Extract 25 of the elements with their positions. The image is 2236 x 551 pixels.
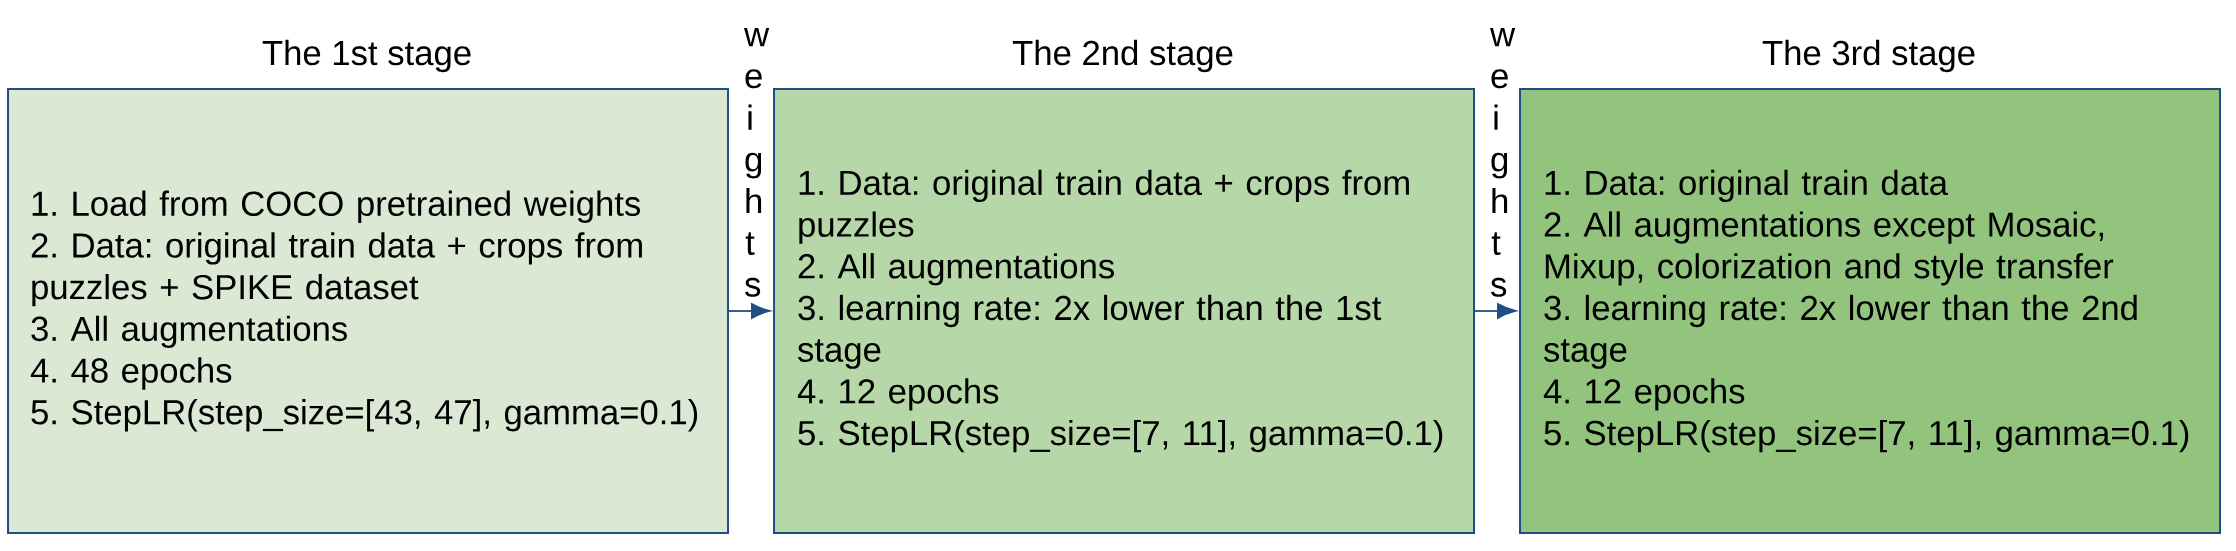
node-label: 2. All augmentations xyxy=(798,253,1114,286)
node-label: 1. Data: original train data xyxy=(1545,169,1948,203)
node-label: 3. learning rate: 2x lower than the 2nd stage xyxy=(1543,294,2137,369)
node-label: 1. Data: original train data + crops from puzzles xyxy=(799,169,1409,244)
edge-label: weights xyxy=(744,27,770,297)
stage-title: The 2nd stage xyxy=(1012,39,1233,73)
stage-box: 1. Data: original train data + crops from puzzles 2. All augmentations 3. learning rate: 2x lower than the 1st stage 4. 12 epochs 5. StepLR(step_size=[7, 11], gamma=0.1) xyxy=(773,88,1475,534)
node-label: 5. StepLR(step_size=[7, 11], gamma=0.1) xyxy=(798,419,1443,453)
node-label: 2. Data: original train data + crops from puzzles + SPIKE dataset xyxy=(31,232,642,307)
stage-title: The 3rd stage xyxy=(1762,39,1975,73)
node-label: 3. All augmentations xyxy=(31,315,347,349)
arrow xyxy=(1474,303,1517,319)
node-label: 4. 12 epochs xyxy=(1543,378,1745,411)
stage-box: 1. Load from COCO pretrained weights 2. Data: original train data + crops from puzzles + SPIKE dataset 3. All augmentations 4. 48 epochs 5. StepLR(step_size=[43, 47], gamma=0.1) xyxy=(7,88,730,534)
node-label: 4. 48 epochs xyxy=(30,357,232,390)
node-label: 3. learning rate: 2x lower than the 1st stage xyxy=(797,294,1382,369)
node-label: 2. All augmentations except Mosaic, Mixup, colorization and style transfer xyxy=(1544,211,2114,286)
node-label: 5. StepLR(step_size=[43, 47], gamma=0.1) xyxy=(31,399,698,432)
node-label: 5. StepLR(step_size=[7, 11], gamma=0.1) xyxy=(1544,419,2189,453)
node-label: 4. 12 epochs xyxy=(797,378,999,411)
stage-title: The 1st stage xyxy=(262,39,471,73)
arrow xyxy=(728,303,771,319)
edge-label: weights xyxy=(1490,27,1516,297)
stage-box: 1. Data: original train data 2. All augmentations except Mosaic, Mixup, colorization and style transfer 3. learning rate: 2x lower than the 2nd stage 4. 12 epochs 5. StepLR(step_size=[7, 11], gamma=0.1) xyxy=(1519,88,2221,534)
node-label: 1. Load from COCO pretrained weights xyxy=(32,190,641,223)
